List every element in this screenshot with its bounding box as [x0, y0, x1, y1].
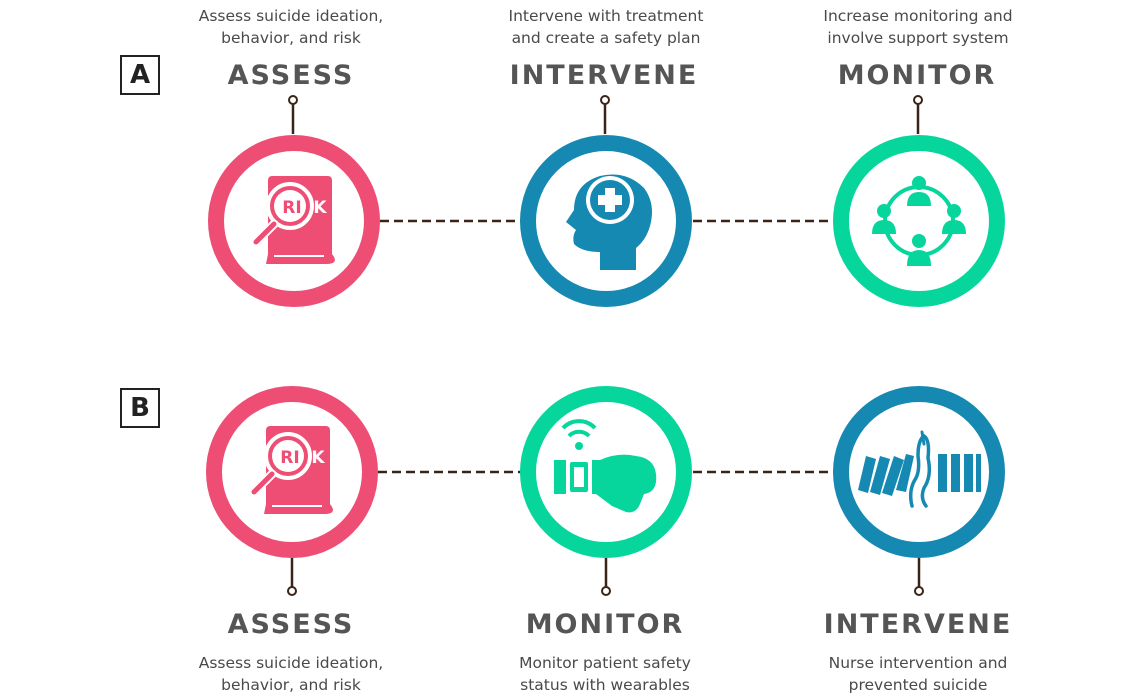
panel-b-step-3-description: Nurse intervention and prevented suicide — [788, 652, 1048, 696]
panel-a-step-3-description: Increase monitoring and involve support … — [788, 5, 1048, 49]
panel-a-monitor-circle — [833, 135, 1005, 307]
panel-b-step-1-desc-line2: behavior, and risk — [221, 676, 361, 694]
panel-a-step-2-desc-line2: and create a safety plan — [511, 29, 701, 47]
panel-b-connectors — [287, 470, 924, 596]
support-network-icon — [872, 176, 966, 266]
panel-a-intervene-circle — [520, 135, 692, 307]
wearable-wristband-icon — [554, 419, 657, 513]
panel-a-step-2-title: INTERVENE — [509, 60, 699, 91]
panel-a-step-1-desc-line1: Assess suicide ideation, — [198, 7, 384, 25]
panel-b-step-1-desc-line1: Assess suicide ideation, — [198, 654, 384, 672]
panel-b-intervene-circle — [833, 386, 1005, 558]
head-medical-cross-icon — [566, 174, 652, 270]
panel-b-assess-circle — [206, 386, 378, 558]
panel-a-step-1-desc-line2: behavior, and risk — [221, 29, 361, 47]
panel-b-step-2-description: Monitor patient safety status with weara… — [475, 652, 735, 696]
panel-b-step-2-desc-line2: status with wearables — [520, 676, 690, 694]
panel-b-step-2-title: MONITOR — [525, 609, 685, 640]
panel-a-label: A — [120, 55, 160, 95]
panel-a-step-2-desc-line1: Intervene with treatment — [508, 7, 704, 25]
panel-a-connectors — [288, 95, 923, 223]
panel-b-label: B — [120, 388, 160, 428]
panel-b-step-3-desc-line1: Nurse intervention and — [828, 654, 1008, 672]
panel-a-step-1-title: ASSESS — [227, 60, 355, 91]
panel-a-assess-circle — [208, 135, 380, 307]
panel-b-step-1-description: Assess suicide ideation, behavior, and r… — [161, 652, 421, 696]
panel-b-step-2-desc-line1: Monitor patient safety — [519, 654, 691, 672]
panel-a-step-2-description: Intervene with treatment and create a sa… — [476, 5, 736, 49]
panel-b-step-1-title: ASSESS — [227, 609, 355, 640]
panel-b-monitor-circle — [520, 386, 692, 558]
panel-a-step-3-desc-line2: involve support system — [827, 29, 1009, 47]
hand-stopping-dominoes-icon — [858, 430, 981, 508]
panel-a-step-3-title: MONITOR — [837, 60, 997, 91]
panel-a-step-1-description: Assess suicide ideation, behavior, and r… — [161, 5, 421, 49]
panel-b-step-3-desc-line2: prevented suicide — [848, 676, 988, 694]
panel-b-step-3-title: INTERVENE — [823, 609, 1013, 640]
panel-a-step-3-desc-line1: Increase monitoring and — [823, 7, 1013, 25]
